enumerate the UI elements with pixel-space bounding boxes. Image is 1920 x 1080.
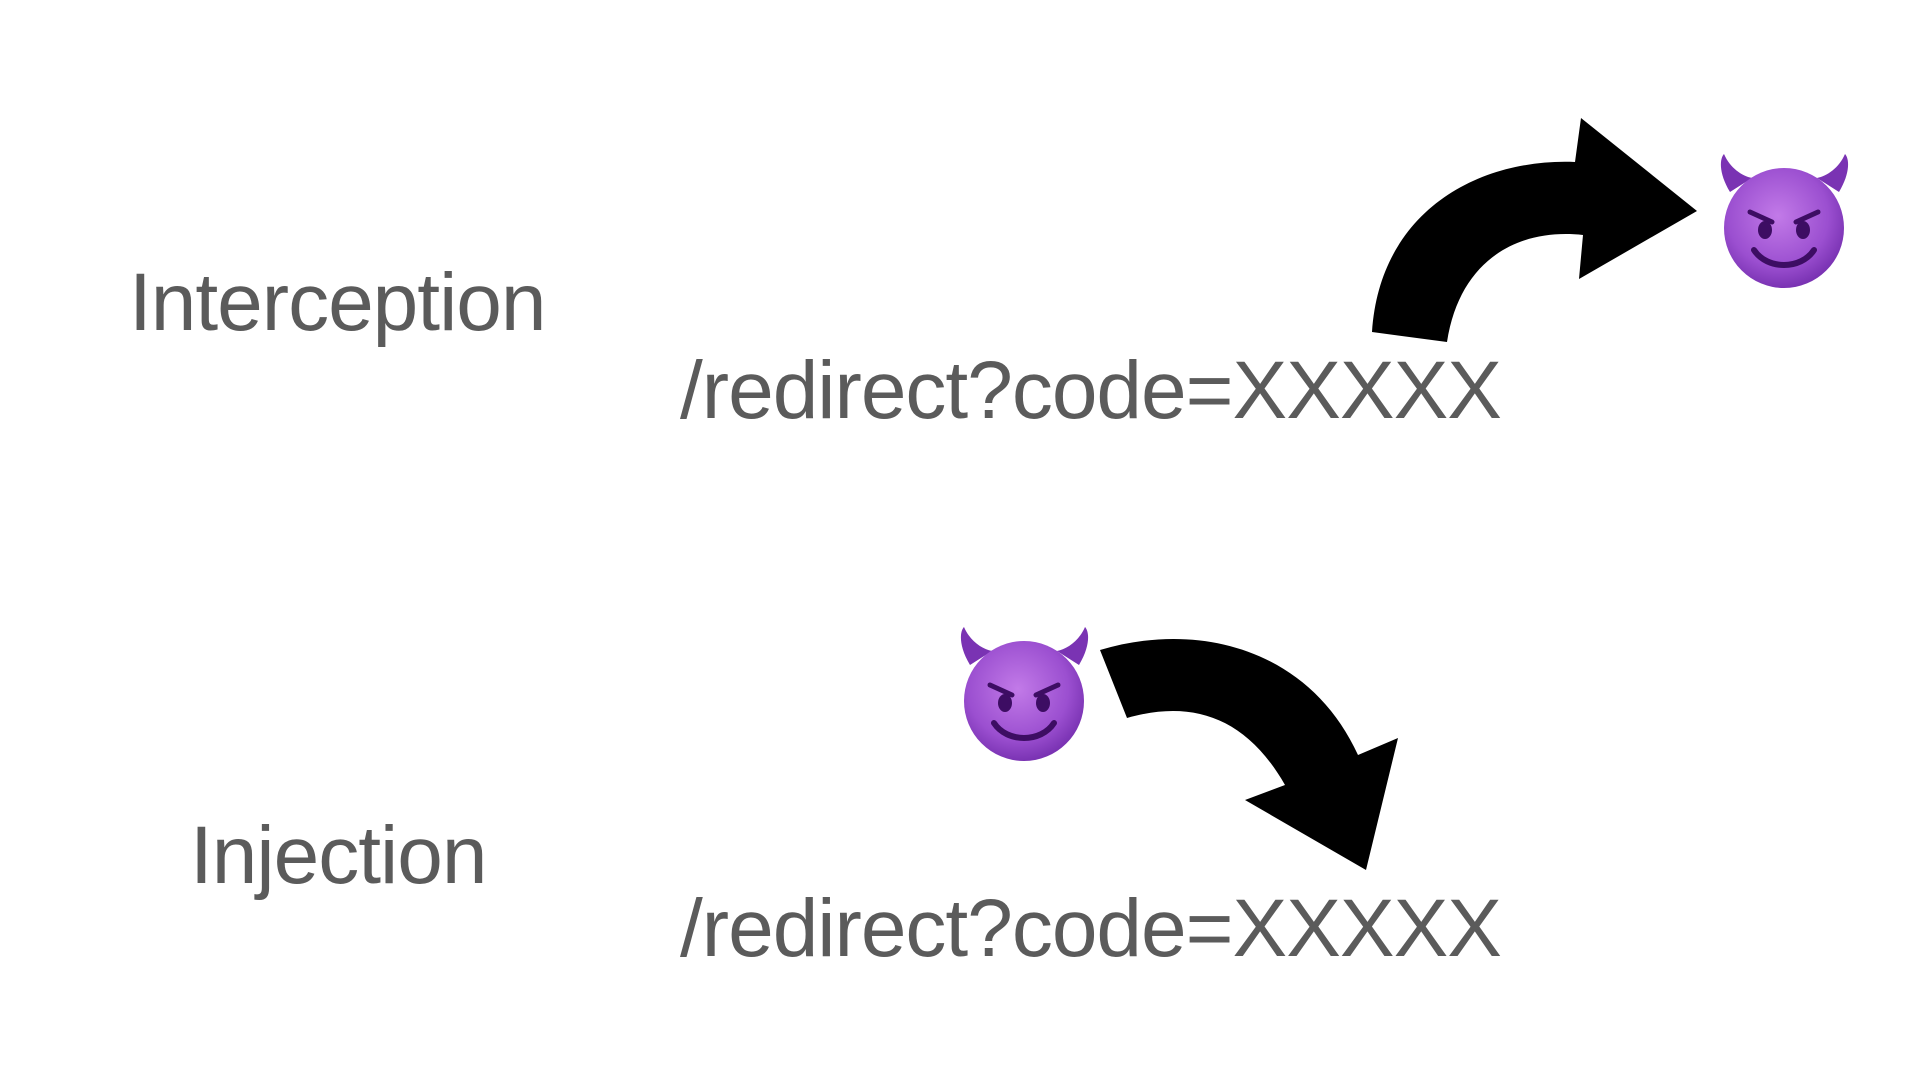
interception-arrow-path <box>1372 118 1697 342</box>
smiling-devil-icon <box>1720 154 1849 288</box>
smiling-devil-icon <box>960 627 1089 761</box>
redirect-url-interception: /redirect?code=XXXXX <box>680 345 1502 436</box>
injection-arrow-path <box>1100 638 1398 870</box>
injection-label: Injection <box>190 810 487 901</box>
redirect-url-injection: /redirect?code=XXXXX <box>680 883 1502 974</box>
interception-label: Interception <box>129 257 546 348</box>
